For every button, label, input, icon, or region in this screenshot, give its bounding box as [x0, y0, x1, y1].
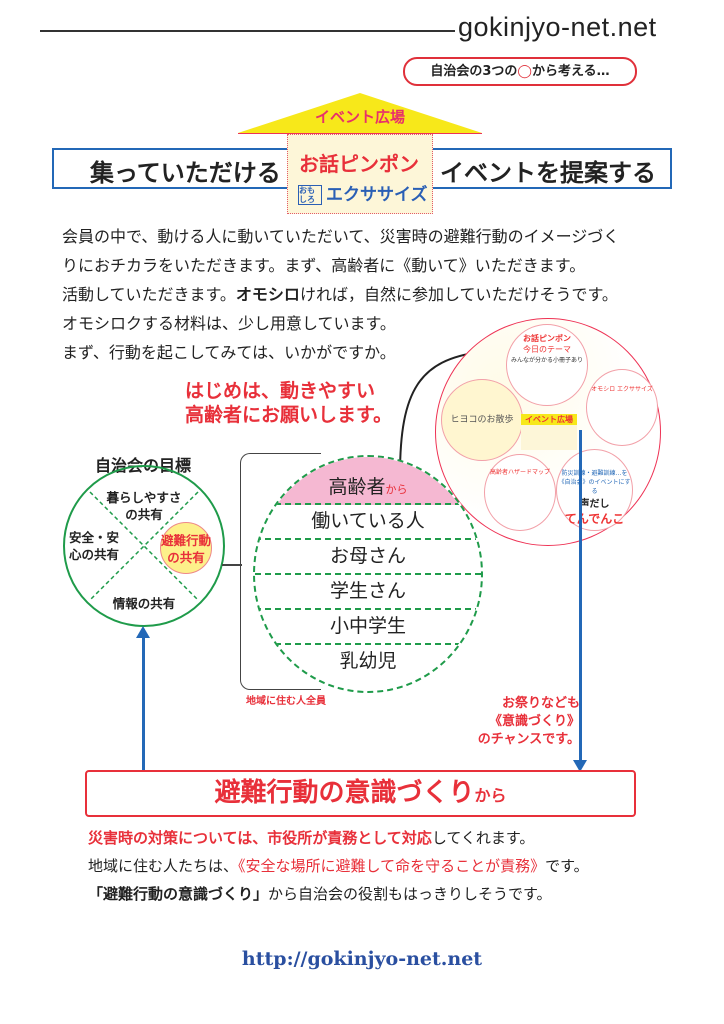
pill-text-end: から考える… — [531, 64, 610, 79]
festival-note: お祭りなども《意識づくり》のチャンスです。 — [477, 696, 580, 747]
roof-triangle — [238, 93, 482, 133]
bottom-paragraph: 災害時の対策については、市役所が責務として対応してくれます。 地域に住む人たちは… — [88, 829, 589, 903]
pill-circle: ◯ — [517, 64, 532, 79]
people-circle: 高齢者から 働いている人 お母さん 学生さん 小中学生 乳幼児 — [253, 455, 483, 693]
collage-chicks: ヒヨコのお散歩 — [441, 379, 523, 461]
site-logo: gokinjyo-net.net — [458, 12, 657, 42]
roof-label-text: イベント広場 — [314, 108, 405, 126]
goal-top: 暮らしやすさの共有 — [106, 490, 182, 522]
row-students: 学生さん — [255, 575, 481, 610]
omoshiro-stamp: おもしろ — [298, 185, 322, 205]
connector-line — [222, 564, 242, 566]
event-photo-collage: お話ピンポン今日のテーマみんなが分かる小冊子あり ヒヨコのお散歩 オモシロ エク… — [435, 318, 661, 546]
up-arrow-head — [136, 626, 150, 638]
people-bracket — [240, 453, 321, 690]
row-mothers: お母さん — [255, 540, 481, 575]
intro-line: オモシロクする材料は、少し用意しています。 — [62, 314, 396, 333]
headline-left: 集っていただける — [90, 159, 281, 187]
footer-url[interactable]: http://gokinjyo-net.net — [241, 948, 483, 970]
goal-circle: 暮らしやすさの共有 安全・安心の共有 情報の共有 — [63, 465, 225, 627]
intro-line: まず、行動を起こしてみては、いかがですか。 — [62, 343, 396, 362]
goal-left: 安全・安心の共有 — [68, 530, 119, 562]
event-subtitle: おもしろエクササイズ — [298, 180, 428, 205]
down-arrow-line — [579, 430, 582, 762]
headline-right: イベントを提案する — [440, 159, 656, 187]
row-elderly: 高齢者から — [255, 457, 481, 505]
collage-pingpong: お話ピンポン今日のテーマみんなが分かる小冊子あり — [506, 324, 588, 406]
intro-line: 活動していただきます。オモシロければ，自然に参加していただけそうです。 — [62, 285, 618, 304]
collage-event: イベント広場 — [521, 414, 577, 450]
callout-text: はじめは、動きやすい高齢者にお願いします。 — [185, 380, 393, 426]
roof-label: イベント広場 — [300, 106, 420, 127]
collage-map: 高齢者ハザードマップ — [484, 454, 556, 531]
collage-exercise: オモシロ エクササイズ — [586, 369, 658, 446]
row-workers: 働いている人 — [255, 505, 481, 540]
event-box — [287, 134, 433, 214]
pill-text: 自治会の3つの — [430, 64, 518, 79]
event-title: お話ピンポン — [299, 152, 419, 176]
roof-base — [238, 133, 482, 134]
down-arrow-head — [573, 760, 587, 772]
goal-dividers — [89, 491, 199, 601]
goal-bottom: 情報の共有 — [112, 596, 176, 611]
intro-paragraph: 会員の中で、動ける人に動いていただいて、災害時の避難行動のイメージづくりにおチカ… — [62, 222, 619, 367]
row-pupils: 小中学生 — [255, 610, 481, 645]
people-caption: 地域に住む人全員 — [246, 696, 326, 707]
collage-drill: 防災訓練・避難訓練…を《自治会》のイベントにする声だしてんでんこ — [556, 449, 633, 531]
row-infants: 乳幼児 — [339, 650, 397, 672]
intro-line: 会員の中で、動ける人に動いていただいて、災害時の避難行動のイメージづく — [62, 227, 620, 246]
event-subtitle-text: エクササイズ — [326, 185, 428, 205]
up-arrow-line — [142, 636, 145, 771]
header-rule — [40, 30, 455, 32]
main-message-box: 避難行動の意識づくりから — [85, 770, 636, 817]
theme-pill: 自治会の3つの◯から考える… — [403, 57, 637, 86]
goal-right-highlight: 避難行動の共有 — [160, 522, 212, 574]
intro-line: りにおチカラをいただきます。まず、高齢者に《動いて》いただきます。 — [62, 256, 586, 275]
